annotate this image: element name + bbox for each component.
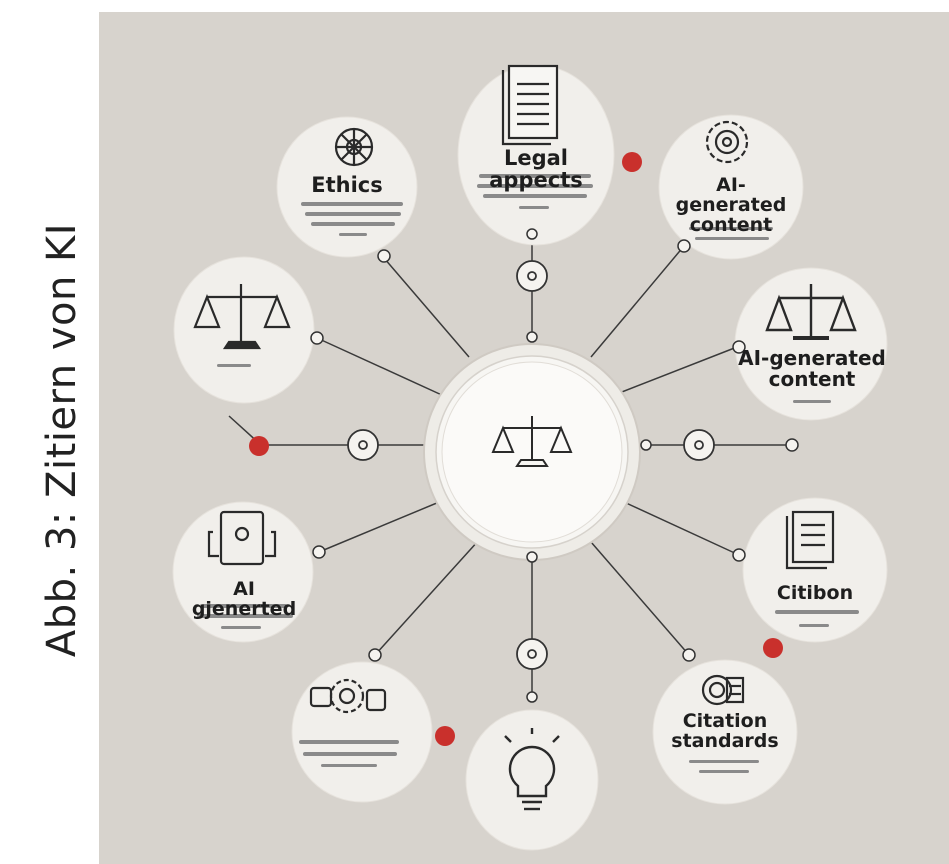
node-ai-right — [734, 267, 888, 421]
label-ai-left: AI gjenerted — [191, 578, 297, 620]
node-ai-top — [658, 114, 804, 260]
figure-caption-area: Abb. 3: Zitiern von KI — [0, 0, 100, 864]
document-icon — [501, 64, 559, 146]
wheel-icon — [334, 127, 374, 167]
connector-ai-left — [318, 499, 445, 553]
connector-ethics — [383, 257, 470, 358]
database-icon — [701, 674, 745, 706]
connector-ai-right — [608, 346, 738, 398]
label-ai-top: AI-generated content — [675, 174, 787, 236]
node-ai-left — [172, 501, 314, 643]
scales-icon — [193, 284, 291, 350]
node-citation-std — [652, 659, 798, 805]
scales-left-placeholder-text — [217, 364, 251, 367]
connector-citation-right — [623, 501, 740, 556]
diagram-panel: Ethics Legal appects AI-generated conten… — [99, 12, 949, 864]
connector-scales-left — [316, 337, 445, 397]
scales-icon — [491, 416, 573, 467]
connector-rings — [347, 260, 715, 670]
connector-endpoints — [310, 228, 799, 703]
ai-right-placeholder-text — [793, 400, 831, 403]
figure-caption: Abb. 3: Zitiern von KI — [39, 222, 85, 658]
center-hub — [423, 343, 641, 561]
diagram-canvas — [172, 64, 888, 851]
ethics-placeholder-text — [301, 202, 403, 236]
gear-icon — [705, 120, 749, 164]
lightbulb-icon — [504, 728, 560, 811]
label-citation-right: Citibon — [776, 582, 854, 604]
node-citation-right — [742, 497, 888, 643]
connector-citation-std — [590, 541, 690, 656]
accent-dots — [249, 152, 783, 746]
robot-icon — [207, 510, 277, 566]
label-ai-right: AI-generated content — [738, 346, 886, 391]
connector-lines — [228, 244, 792, 697]
connector-ai-top — [590, 245, 685, 358]
connector-gears — [374, 539, 480, 656]
ai-top-placeholder-text — [689, 227, 773, 240]
label-legal: Legal appects — [489, 146, 583, 193]
citation-std-placeholder-text — [689, 760, 759, 773]
node-legal — [457, 64, 615, 246]
scales-icon — [765, 284, 857, 340]
node-scales-left — [173, 256, 315, 404]
label-ethics: Ethics — [311, 173, 383, 197]
label-citation-std: Citation standards — [671, 710, 779, 752]
gears-icon — [309, 678, 387, 714]
legal-placeholder-text — [477, 174, 593, 209]
node-gears-bottom — [291, 661, 433, 803]
citation-right-placeholder-text — [775, 610, 859, 627]
gears-placeholder-text — [299, 740, 399, 767]
node-bulb — [465, 709, 599, 851]
node-ethics — [276, 116, 418, 258]
book-icon — [785, 510, 835, 570]
ai-left-placeholder-text — [197, 604, 293, 629]
